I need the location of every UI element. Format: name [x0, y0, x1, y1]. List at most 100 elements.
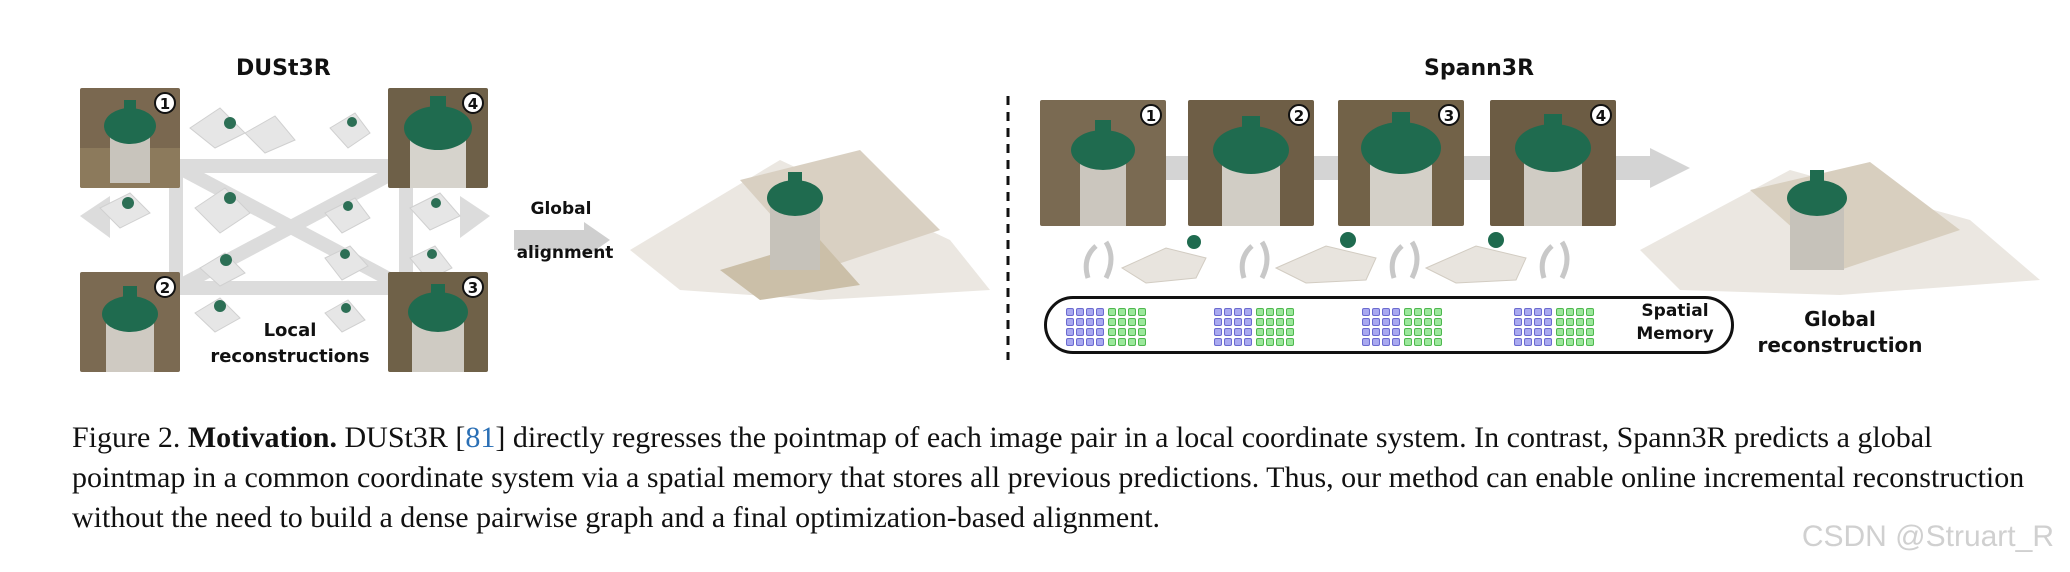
memory-token	[1118, 318, 1126, 326]
memory-token	[1076, 328, 1084, 336]
memory-token	[1118, 308, 1126, 316]
memory-token	[1534, 318, 1542, 326]
memory-token	[1404, 328, 1412, 336]
local-label-line2: reconstructions	[190, 344, 390, 370]
memory-token-grid	[1362, 308, 1400, 346]
memory-token	[1096, 338, 1104, 346]
memory-token	[1534, 328, 1542, 336]
memory-token	[1224, 318, 1232, 326]
memory-token	[1286, 318, 1294, 326]
memory-token	[1286, 308, 1294, 316]
local-reconstructions-label: Local reconstructions	[190, 318, 390, 370]
memory-token	[1244, 328, 1252, 336]
memory-token	[1118, 338, 1126, 346]
watermark: CSDN @Struart_R	[1802, 520, 2054, 554]
memory-token	[1566, 308, 1574, 316]
memory-token	[1392, 318, 1400, 326]
figure-caption: Figure 2. Motivation. DUSt3R [81] direct…	[72, 418, 2032, 538]
memory-token	[1392, 338, 1400, 346]
dust3r-title: DUSt3R	[236, 56, 331, 81]
spann3r-image-2: 2	[1188, 100, 1314, 226]
memory-token	[1096, 318, 1104, 326]
memory-token	[1128, 338, 1136, 346]
memory-token	[1138, 318, 1146, 326]
dust3r-image-2: 2	[80, 272, 180, 372]
memory-token-grid	[1556, 308, 1594, 346]
memory-token	[1372, 328, 1380, 336]
memory-token	[1434, 308, 1442, 316]
memory-token	[1414, 328, 1422, 336]
global-recon-line2: reconstruction	[1740, 332, 1940, 358]
memory-token	[1286, 328, 1294, 336]
spann3r-image-4: 4	[1490, 100, 1616, 226]
memory-token	[1514, 308, 1522, 316]
badge-2: 2	[154, 276, 176, 298]
memory-token	[1544, 308, 1552, 316]
memory-token	[1286, 338, 1294, 346]
memory-token	[1076, 318, 1084, 326]
memory-token	[1256, 318, 1264, 326]
badge-3: 3	[462, 276, 484, 298]
memory-token	[1566, 318, 1574, 326]
dust3r-image-1: 1	[80, 88, 180, 188]
memory-token	[1224, 308, 1232, 316]
global-recon-line1: Global	[1740, 306, 1940, 332]
memory-token	[1266, 308, 1274, 316]
badge-1: 1	[154, 92, 176, 114]
memory-token	[1362, 308, 1370, 316]
memory-token	[1576, 328, 1584, 336]
panel-divider	[1006, 96, 1010, 360]
memory-token	[1244, 338, 1252, 346]
memory-token-grid	[1404, 308, 1442, 346]
memory-token	[1514, 328, 1522, 336]
memory-token	[1108, 308, 1116, 316]
dust3r-global-pointcloud	[620, 120, 1000, 310]
dust3r-image-4: 4	[388, 88, 488, 188]
memory-token	[1556, 338, 1564, 346]
memory-token	[1424, 308, 1432, 316]
memory-token	[1076, 338, 1084, 346]
memory-token	[1086, 328, 1094, 336]
spann3r-badge-1: 1	[1140, 104, 1162, 126]
global-reconstruction-label: Global reconstruction	[1740, 306, 1940, 358]
spann3r-image-1: 1	[1040, 100, 1166, 226]
memory-token	[1414, 318, 1422, 326]
memory-token	[1108, 338, 1116, 346]
memory-token	[1514, 338, 1522, 346]
memory-token-grid	[1108, 308, 1146, 346]
badge-4: 4	[462, 92, 484, 114]
memory-token	[1586, 328, 1594, 336]
memory-token	[1586, 308, 1594, 316]
memory-token	[1586, 318, 1594, 326]
memory-token	[1244, 318, 1252, 326]
memory-token	[1434, 328, 1442, 336]
spann3r-global-pointcloud	[1640, 130, 2040, 300]
memory-token	[1256, 328, 1264, 336]
memory-token	[1524, 338, 1532, 346]
memory-token	[1586, 338, 1594, 346]
memory-token	[1234, 318, 1242, 326]
memory-token	[1566, 328, 1574, 336]
memory-token	[1086, 338, 1094, 346]
local-label-line1: Local	[190, 318, 390, 344]
memory-token	[1524, 308, 1532, 316]
spann3r-title: Spann3R	[1424, 56, 1534, 81]
memory-token	[1096, 328, 1104, 336]
memory-token	[1556, 328, 1564, 336]
memory-token	[1096, 308, 1104, 316]
memory-token	[1414, 308, 1422, 316]
memory-token	[1108, 328, 1116, 336]
memory-token	[1576, 308, 1584, 316]
memory-token	[1362, 318, 1370, 326]
memory-token	[1244, 308, 1252, 316]
citation-link[interactable]: 81	[465, 421, 495, 454]
caption-before-cite: DUSt3R [	[337, 421, 465, 454]
memory-token	[1544, 318, 1552, 326]
memory-token	[1382, 318, 1390, 326]
memory-token-grid	[1256, 308, 1294, 346]
memory-token	[1128, 318, 1136, 326]
memory-token	[1076, 308, 1084, 316]
memory-token	[1544, 328, 1552, 336]
memory-token	[1382, 338, 1390, 346]
spatial-memory-line1: Spatial	[1630, 300, 1720, 323]
